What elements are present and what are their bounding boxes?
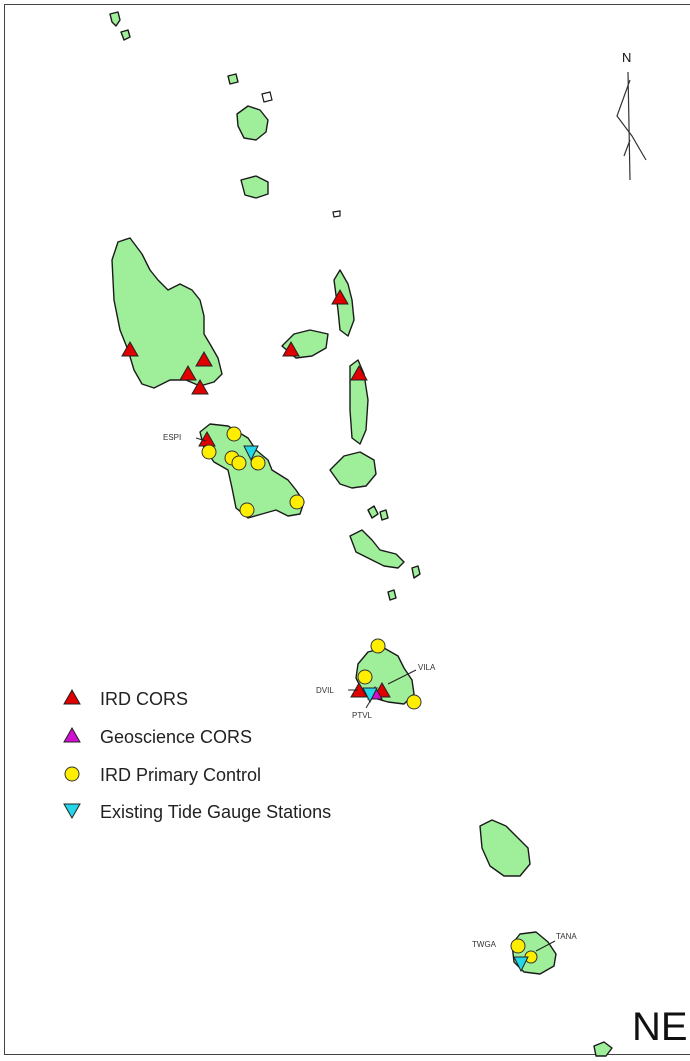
legend-label-tide-gauge: Existing Tide Gauge Stations [100, 802, 331, 822]
island-paama [367, 505, 379, 519]
island-erromango [479, 819, 531, 877]
cors-marker-1 [331, 288, 349, 305]
cors-marker-5 [191, 378, 209, 395]
island-hiu [109, 11, 121, 27]
control-point-8 [370, 638, 386, 654]
map-frame [4, 4, 690, 1055]
tide-gauge-1 [243, 445, 259, 462]
control-point-6 [289, 494, 305, 510]
legend-symbol-geoscience-cors [63, 726, 81, 743]
control-point-10 [406, 694, 422, 710]
ird-cors-markers [121, 288, 391, 698]
tide-gauge-2 [362, 687, 378, 704]
island-emae [387, 589, 397, 601]
control-point-7 [239, 502, 255, 518]
island-lopevi [379, 509, 389, 521]
north-arrow-label: N [622, 50, 631, 65]
station-label-ptvl: PTVL [352, 711, 373, 720]
legend-label-geoscience-cors: Geoscience CORS [100, 727, 252, 747]
tide-gauge-markers [243, 445, 529, 973]
legend-label-ird-cors: IRD CORS [100, 689, 188, 709]
cors-marker-6 [282, 340, 300, 357]
island-aneityum [593, 1041, 613, 1057]
islands [109, 11, 613, 1057]
island-gaua [236, 105, 269, 141]
control-point-twga [510, 938, 526, 954]
island-malekula [199, 423, 305, 519]
tide-gauge-3 [513, 956, 529, 973]
islet-north-1 [261, 91, 273, 103]
north-arrow: N [616, 50, 647, 181]
legend-symbol-tide-gauge [63, 803, 81, 820]
control-point-9 [357, 669, 373, 685]
control-point-1 [226, 426, 242, 442]
cors-marker-4 [179, 364, 197, 381]
station-label-twga: TWGA [472, 940, 497, 949]
island-epi [349, 529, 405, 569]
island-tongoa [411, 565, 421, 579]
island-santo [111, 237, 223, 389]
island-merelava [240, 175, 269, 199]
cors-marker-3 [195, 350, 213, 367]
control-point-4 [231, 455, 247, 471]
island-pentecost [349, 359, 369, 445]
islet-north-2 [332, 210, 341, 218]
station-label-dvil: DVIL [316, 686, 334, 695]
island-ambrym [329, 451, 377, 489]
cors-marker-7 [350, 364, 368, 381]
legend-label-primary-control: IRD Primary Control [100, 765, 261, 785]
control-point-2 [201, 444, 217, 460]
station-label-tana: TANA [556, 932, 577, 941]
overlay-text: NE [632, 1005, 688, 1049]
island-vanua-lava [227, 73, 239, 85]
legend-symbol-ird-cors [63, 688, 81, 705]
station-label-vila: VILA [418, 663, 436, 672]
control-point-5 [250, 455, 266, 471]
legend-symbol-primary-control [64, 766, 80, 782]
primary-control-markers [201, 426, 538, 964]
island-toga [120, 29, 131, 41]
cors-marker-2 [121, 340, 139, 357]
station-label-espi: ESPI [163, 433, 181, 442]
legend: IRD CORS Geoscience CORS IRD Primary Con… [63, 688, 331, 822]
station-labels: ESPI VILA DVIL PTVL TWGA TANA [163, 433, 577, 952]
north-arrow-icon [616, 71, 647, 181]
